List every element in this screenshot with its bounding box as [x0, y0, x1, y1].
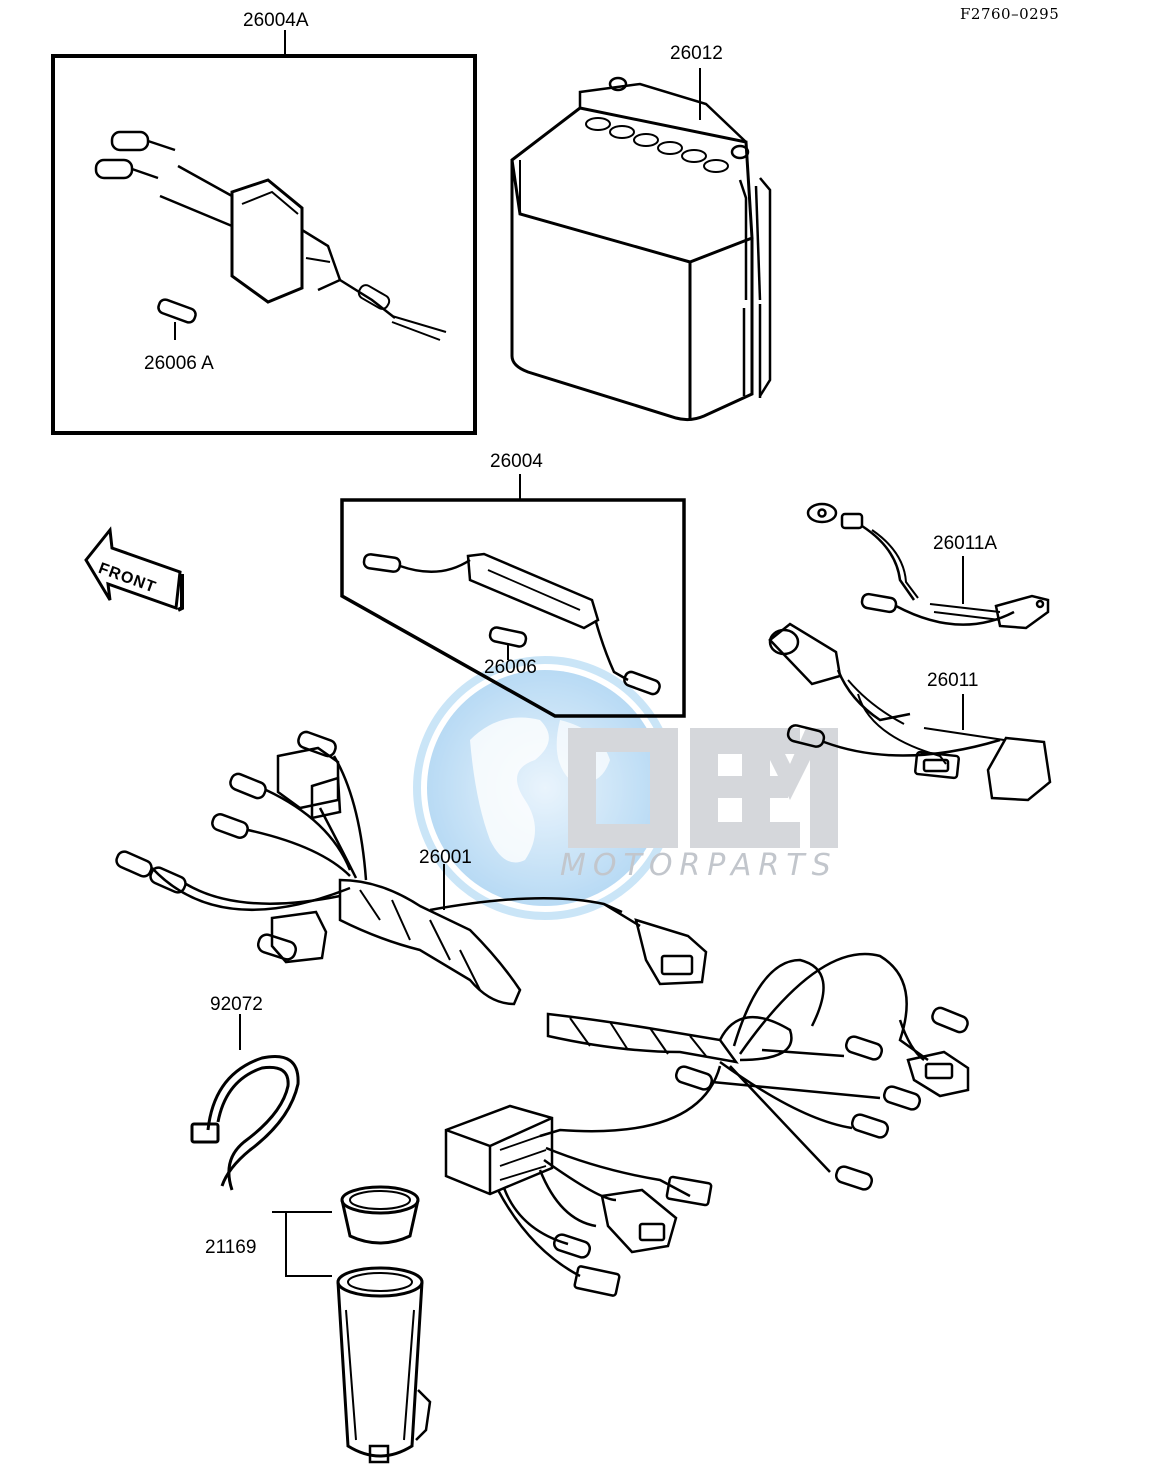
part-label-26004: 26004 — [490, 451, 543, 472]
part-label-26006: 26006 — [484, 657, 537, 678]
watermark-subtitle: MOTORPARTS — [560, 848, 838, 883]
part-label-92072: 92072 — [210, 994, 263, 1015]
watermark-logo — [413, 656, 838, 920]
part-label-26006A: 26006 A — [144, 353, 214, 374]
kit-26004A — [51, 30, 477, 435]
part-label-26012: 26012 — [670, 43, 723, 64]
part-label-26004A: 26004A — [243, 10, 309, 31]
cable-26011 — [768, 622, 1052, 802]
cable-26011A — [806, 502, 1050, 630]
part-label-26011A: 26011A — [933, 533, 998, 554]
cable-tie-92072 — [190, 1014, 300, 1191]
part-label-26001: 26001 — [419, 847, 472, 868]
front-arrow-icon — [84, 526, 184, 612]
watermark-oem-letters — [568, 728, 838, 848]
battery-26012 — [510, 68, 772, 422]
part-label-21169: 21169 — [205, 1237, 257, 1258]
wiring-harness-26001 — [115, 730, 970, 1297]
kit-26004 — [340, 474, 686, 718]
figure-code-label: F2760–0295 — [960, 5, 1060, 23]
socket-21169 — [272, 1185, 432, 1464]
part-label-26011: 26011 — [927, 670, 979, 691]
